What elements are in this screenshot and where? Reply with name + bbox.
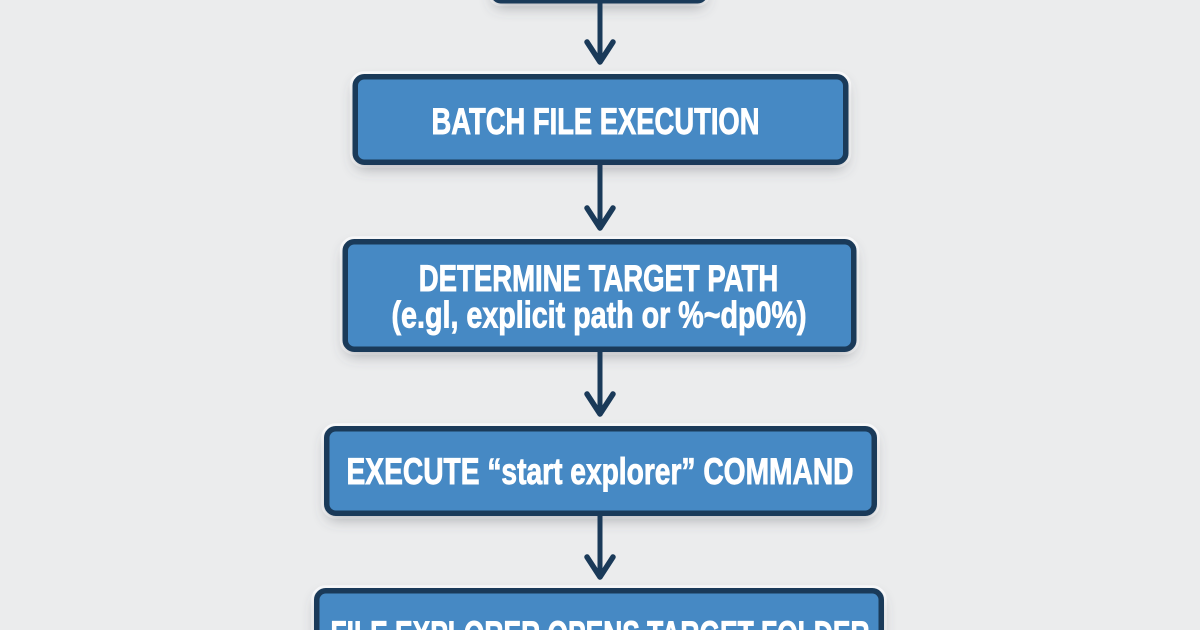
svg-text:DETERMINE TARGET PATH: DETERMINE TARGET PATH xyxy=(419,258,779,299)
svg-text:BATCH FILE EXECUTION: BATCH FILE EXECUTION xyxy=(432,101,760,142)
svg-text:EXECUTE “start explorer” COMMA: EXECUTE “start explorer” COMMAND xyxy=(347,451,854,492)
svg-text:(e.gl, explicit path or %~dp0%: (e.gl, explicit path or %~dp0%) xyxy=(392,295,807,336)
svg-text:FILE EXPLORER OPENS TARGET FOL: FILE EXPLORER OPENS TARGET FOLDER xyxy=(331,614,870,630)
